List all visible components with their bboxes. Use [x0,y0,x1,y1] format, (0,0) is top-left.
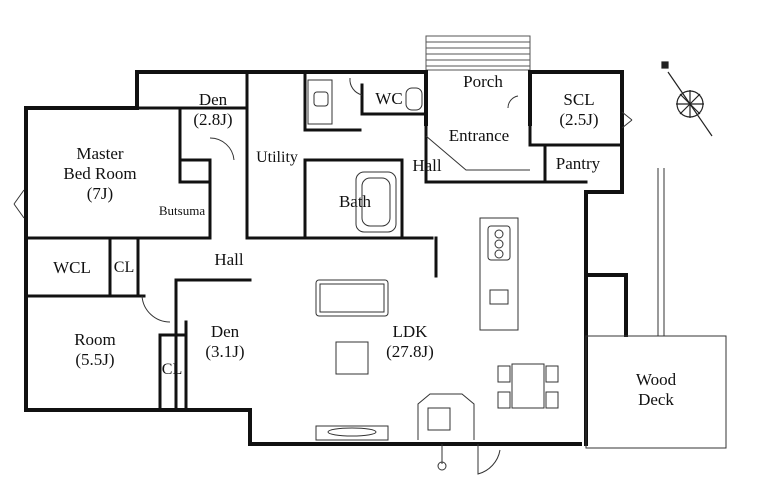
room-label-wcl: WCL [40,258,104,278]
room-label-ldk: LDK (27.8J) [372,322,448,362]
room-label-den-bottom: Den (3.1J) [192,322,258,362]
room-label-wc: WC [366,89,412,109]
room-label-room: Room (5.5J) [56,330,134,370]
room-name: SCL [563,90,595,109]
room-name: Butsuma [158,203,206,218]
room-name: LDK [392,322,428,341]
room-name: Utility [256,149,298,166]
room-label-butsuma: Butsuma [150,201,214,221]
room-name: Entrance [448,126,510,145]
room-size: (2.5J) [559,110,599,129]
room-label-cl-top: CL [110,258,138,278]
room-label-cl-bottom: CL [158,360,186,380]
room-name: Wood [635,370,677,389]
porch-canopy [425,35,531,71]
room-name: Den [210,322,240,341]
room-name: Hall [412,156,442,175]
room-label-hall-top: Hall [400,156,454,176]
fixtures [13,77,727,475]
room-size: (3.1J) [205,342,245,361]
room-size: (7J) [86,184,114,203]
room-name: Room [74,330,116,349]
room-label-pantry: Pantry [540,154,616,174]
interior-walls [24,70,624,412]
room-name-line2: Deck [638,390,674,409]
room-name: Porch [463,72,503,91]
room-label-entrance: Entrance [432,126,526,146]
room-name: Hall [214,250,244,269]
room-label-scl: SCL (2.5J) [546,90,612,130]
room-name: WC [375,89,403,108]
room-label-porch: Porch [446,72,520,92]
room-label-wood-deck: Wood Deck [616,370,696,410]
room-name: Bath [338,192,372,211]
room-label-bath: Bath [328,192,382,212]
room-name: Master [76,144,124,163]
room-label-hall-left: Hall [202,250,256,270]
room-name-line2: Bed Room [63,164,137,183]
room-size: (2.8J) [193,110,233,129]
room-name: Pantry [555,154,601,173]
room-label-den-top: Den (2.8J) [180,90,246,130]
room-size: (27.8J) [386,342,434,361]
room-name: WCL [53,258,91,277]
room-name: CL [113,259,135,276]
room-label-utility: Utility [248,148,306,168]
room-name: CL [161,361,183,378]
room-size: (5.5J) [75,350,115,369]
north-compass-icon [661,61,713,137]
room-name: Den [198,90,228,109]
room-label-master-bedroom: Master Bed Room (7J) [40,144,160,204]
